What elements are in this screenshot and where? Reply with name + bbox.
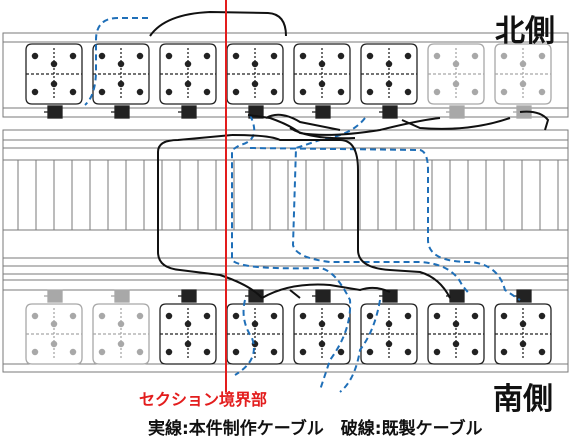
south-side-label: 南側 bbox=[493, 382, 553, 417]
legend: 実線:本件制作ケーブル 破線:既製ケーブル bbox=[148, 419, 483, 439]
equipment-unit bbox=[427, 43, 485, 119]
equipment-unit bbox=[159, 289, 217, 365]
equipment-unit bbox=[494, 289, 552, 365]
equipment-unit bbox=[360, 43, 418, 119]
equipment-unit bbox=[159, 43, 217, 119]
new-cable bbox=[289, 289, 301, 299]
new-cable bbox=[261, 283, 391, 299]
equipment-unit bbox=[25, 289, 83, 365]
south-frame bbox=[2, 279, 569, 373]
new-cable bbox=[149, 10, 287, 37]
equipment-unit bbox=[293, 43, 351, 119]
connector-icon bbox=[114, 289, 130, 303]
equipment-unit bbox=[293, 289, 351, 365]
equipment-unit bbox=[92, 43, 150, 119]
existing-cables bbox=[84, 17, 521, 393]
connector-icon bbox=[181, 289, 197, 303]
connector-icon bbox=[47, 105, 63, 119]
connector-icon bbox=[114, 105, 130, 119]
new-cable bbox=[157, 134, 263, 299]
south-equipment-row bbox=[25, 289, 552, 365]
equipment-unit bbox=[226, 289, 284, 365]
equipment-unit bbox=[92, 289, 150, 365]
north-side-label: 北側 bbox=[495, 14, 555, 49]
existing-cable bbox=[231, 114, 352, 391]
new-cable bbox=[265, 113, 341, 131]
connector-icon bbox=[449, 105, 465, 119]
connector-icon bbox=[315, 105, 331, 119]
connector-icon bbox=[181, 105, 197, 119]
new-cable bbox=[519, 110, 550, 131]
new-cable bbox=[231, 134, 451, 299]
new-cable bbox=[289, 127, 356, 140]
existing-cable bbox=[249, 147, 521, 301]
new-cables bbox=[149, 10, 550, 299]
north-equipment-row bbox=[25, 43, 552, 119]
equipment-unit bbox=[427, 289, 485, 365]
rail-structure bbox=[2, 129, 569, 281]
equipment-unit bbox=[226, 43, 284, 119]
section-boundary-label: セクション境界部 bbox=[139, 390, 268, 409]
equipment-unit bbox=[360, 289, 418, 365]
existing-cable bbox=[84, 17, 148, 106]
existing-cable bbox=[234, 299, 255, 376]
existing-cable bbox=[291, 117, 471, 296]
connector-icon bbox=[315, 289, 331, 303]
connector-icon bbox=[449, 289, 465, 303]
new-cable bbox=[401, 117, 511, 130]
equipment-unit bbox=[494, 43, 552, 119]
existing-cable bbox=[339, 299, 381, 393]
connector-icon bbox=[47, 289, 63, 303]
equipment-unit bbox=[25, 43, 83, 119]
new-cable bbox=[247, 114, 441, 136]
connector-icon bbox=[382, 105, 398, 119]
